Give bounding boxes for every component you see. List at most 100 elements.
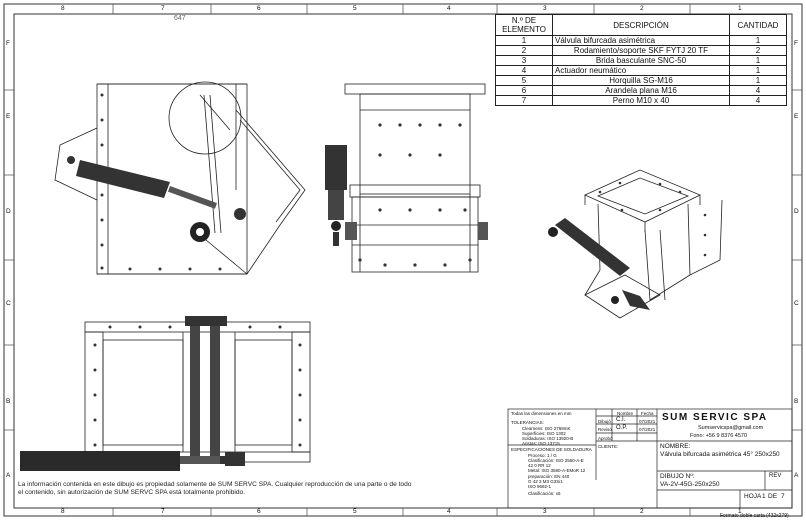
hoja-num: 1 [762, 493, 766, 500]
reviso-fecha: 07/2021 [639, 427, 656, 432]
zone-col-2-top: 2 [640, 5, 644, 12]
bom-cell-n: 4 [495, 65, 553, 76]
bom-cell-n: 7 [495, 95, 553, 106]
tol-line: Clearness: ISO 2768mK [522, 426, 571, 431]
bom-cell-qty: 1 [729, 35, 787, 46]
col-fecha: Fecha [641, 411, 654, 416]
bom-cell-qty: 2 [729, 45, 787, 56]
rev-label: REV [769, 473, 782, 479]
front-view-holes [100, 93, 222, 271]
bom-header-cantidad: CANTIDAD [729, 14, 787, 36]
esp-soldadura: ESPECIFICACIONES DE SOLDADURA [511, 447, 592, 452]
front-view-actuator [67, 156, 246, 242]
zone-col-5-top: 5 [353, 5, 357, 12]
titleblock-lines [507, 408, 793, 509]
zone-row-b-left: B [6, 398, 11, 405]
bom-cell-desc: Brida basculante SNC-50 [552, 55, 730, 66]
company-email: Sumservicspa@gmail.com [698, 425, 764, 431]
proc-line: ISO 9692-1 [528, 484, 552, 489]
zone-col-8-bottom: 8 [61, 508, 65, 515]
nombre-value: Válvula bifurcada asimétrica 45° 250x250 [660, 451, 780, 458]
aprobo-row-label: Aprobó [598, 436, 613, 441]
bom-table: N.º DE ELEMENTO DESCRIPCIÓN CANTIDAD 1 V… [495, 14, 787, 106]
zone-ticks [4, 4, 802, 516]
bom-cell-desc: Rodamiento/soporte SKF FYTJ 20 TF [552, 45, 730, 56]
zone-col-7-top: 7 [161, 5, 165, 12]
zone-row-a-left: A [6, 472, 11, 479]
dimension-label: 647 [174, 15, 186, 22]
zone-row-c-right: C [794, 300, 799, 307]
zone-row-e-left: E [6, 113, 11, 120]
zone-col-5-bottom: 5 [353, 508, 357, 515]
clasificacion: Clasificación: x5 [528, 491, 561, 496]
zone-row-d-left: D [6, 208, 11, 215]
zone-col-4-bottom: 4 [447, 508, 451, 515]
company-phone: Fono: +56 9 8376 4570 [690, 433, 748, 439]
zone-row-c-left: C [6, 300, 11, 307]
zone-col-3-bottom: 3 [543, 508, 547, 515]
zone-row-f-left: F [6, 40, 10, 47]
bom-cell-qty: 1 [729, 75, 787, 86]
col-nombre: Nombre [617, 411, 634, 416]
proc-line: Clasificación: ISO 2560-A-E 42 0 RR 12 [528, 458, 584, 468]
zone-row-a-right: A [794, 472, 799, 479]
hoja-label: HOJA [744, 493, 762, 500]
reviso-row-label: Revisó [598, 427, 612, 432]
bom-header-descripcion: DESCRIPCIÓN [552, 14, 730, 36]
zone-col-8-top: 8 [61, 5, 65, 12]
bom-cell-qty: 1 [729, 65, 787, 76]
company-name: SUM SERVIC SPA [662, 412, 768, 423]
top-view-holes [93, 325, 302, 447]
bom-cell-desc: Actuador neumático [552, 65, 730, 76]
bom-cell-n: 3 [495, 55, 553, 66]
bom-cell-desc: Perno M10 x 40 [552, 95, 730, 106]
tol-line: Superficies: ISO 1302 [522, 431, 566, 436]
copyright-note: La información contenida en este dibujo … [18, 481, 412, 496]
bom-cell-qty: 4 [729, 95, 787, 106]
isometric-view [584, 169, 723, 319]
hoja-total: 7 [781, 493, 785, 500]
bom-cell-n: 1 [495, 35, 553, 46]
zone-row-e-right: E [794, 113, 799, 120]
dims-note: Todas las dimensiones en mm [511, 411, 572, 416]
bom-cell-n: 2 [495, 45, 553, 56]
dibujo-num-label: DIBUJO Nº: [660, 473, 695, 480]
zone-row-d-right: D [794, 208, 799, 215]
proc-line: Metal: ISO 3580-A-EMoR 12 [528, 468, 586, 473]
bom-row: 2 Rodamiento/soporte SKF FYTJ 20 TF 2 [495, 45, 787, 56]
dibujo-num-value: VA-2V-45G-250x250 [660, 481, 720, 488]
side-view-holes [358, 123, 472, 267]
tol-line: Soldaduras: ISO 13920-B [522, 436, 574, 441]
bom-row: 4 Actuador neumático 1 [495, 65, 787, 76]
zone-col-6-top: 6 [257, 5, 261, 12]
nombre-label: NOMBRE: [660, 443, 691, 450]
tol-line: Aristas: ISO 13715 [522, 441, 560, 446]
zone-col-1-top: 1 [738, 5, 742, 12]
tolerancias-label: TOLERANCIAS: [511, 420, 544, 425]
isometric-actuator [548, 218, 650, 310]
zone-col-7-bottom: 7 [161, 508, 165, 515]
bom-header-row: N.º DE ELEMENTO DESCRIPCIÓN CANTIDAD [495, 14, 787, 36]
side-view [344, 83, 486, 273]
zone-row-f-right: F [794, 40, 798, 47]
dibujo-nombre: C.I. [616, 417, 626, 423]
reviso-nombre: O.P. [616, 425, 628, 431]
side-view-components [325, 145, 488, 246]
bom-cell-qty: 4 [729, 85, 787, 96]
proc-line: preparación: EN 440 [528, 474, 570, 479]
proc-line: G 42 3 M3 G3Si1 [528, 479, 563, 484]
bom-cell-desc: Horquilla SG-M16 [552, 75, 730, 86]
bom-row: 1 Válvula bifurcada asimétrica 1 [495, 35, 787, 46]
bom-cell-desc: Arandela plana M16 [552, 85, 730, 96]
zone-col-1-bottom: 1 [738, 508, 742, 515]
bom-row: 7 Perno M10 x 40 4 [495, 95, 787, 106]
isometric-holes [598, 181, 707, 257]
zone-col-6-bottom: 6 [257, 508, 261, 515]
bom-cell-qty: 1 [729, 55, 787, 66]
cliente-label: CLIENTE: [598, 444, 619, 449]
proc-line: Proceso: 1 / G [528, 453, 557, 458]
bom-cell-desc: Válvula bifurcada asimétrica [552, 35, 730, 46]
zone-row-b-right: B [794, 398, 799, 405]
de-label: DE [768, 493, 778, 500]
